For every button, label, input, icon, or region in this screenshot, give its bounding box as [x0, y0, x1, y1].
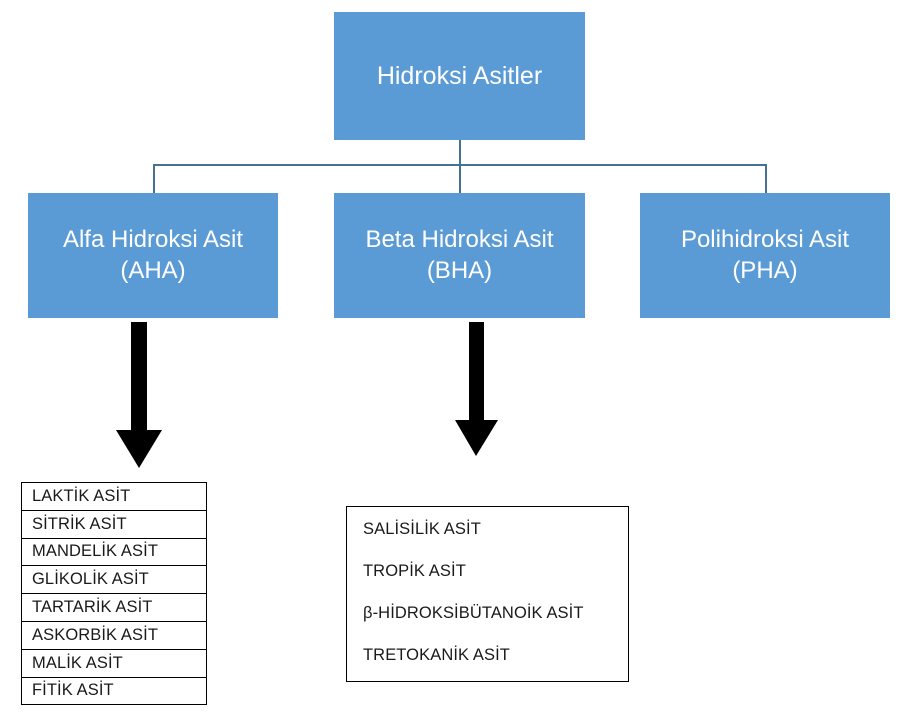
list-item: MANDELİK ASİT — [22, 539, 206, 567]
list-item: MALİK ASİT — [22, 650, 206, 678]
node-polihidroksi-asit: Polihidroksi Asit (PHA) — [640, 193, 890, 318]
list-item: FİTİK ASİT — [22, 678, 206, 706]
list-item: TARTARİK ASİT — [22, 594, 206, 622]
down-arrow-icon-bha — [453, 322, 501, 458]
node-hidroksi-asitler: Hidroksi Asitler — [334, 12, 585, 140]
node-beta-hidroksi-asit: Beta Hidroksi Asit (BHA) — [334, 193, 585, 318]
list-item: β-HİDROKSİBÜTANOİK ASİT — [363, 604, 584, 622]
node-alfa-hidroksi-asit: Alfa Hidroksi Asit (AHA) — [28, 193, 278, 318]
down-arrow-icon-aha — [108, 322, 170, 470]
list-item: TRETOKANİK ASİT — [363, 646, 510, 664]
list-item: SALİSİLİK ASİT — [363, 520, 481, 538]
connector-drop-aha — [153, 164, 155, 194]
list-item: LAKTİK ASİT — [22, 483, 206, 511]
connector-drop-bha — [459, 164, 461, 194]
connector-root-stem — [459, 140, 461, 166]
list-item: SİTRİK ASİT — [22, 511, 206, 539]
list-item: TROPİK ASİT — [363, 562, 466, 580]
connector-drop-pha — [765, 164, 767, 194]
list-aha-acids: LAKTİK ASİT SİTRİK ASİT MANDELİK ASİT GL… — [21, 482, 207, 706]
list-item: GLİKOLİK ASİT — [22, 566, 206, 595]
list-bha-acids: SALİSİLİK ASİT TROPİK ASİT β-HİDROKSİBÜT… — [346, 506, 629, 682]
list-item: ASKORBİK ASİT — [22, 622, 206, 650]
